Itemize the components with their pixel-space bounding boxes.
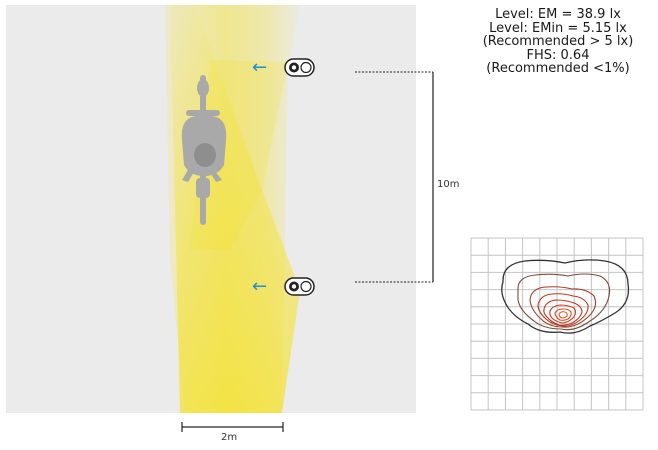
iso-contour-chart bbox=[470, 237, 644, 411]
fhs-value: FHS: 0.64 bbox=[526, 47, 590, 63]
contour-outer bbox=[501, 259, 630, 334]
fhs-recommendation: (Recommended <1%) bbox=[486, 61, 630, 76]
beam-overlap bbox=[190, 60, 288, 250]
distance-label: 10m bbox=[437, 179, 460, 190]
width-marker bbox=[181, 422, 284, 432]
light-beams bbox=[165, 5, 300, 413]
emin-level: Level: EMin = 5.15 lx bbox=[489, 20, 627, 36]
distance-marker bbox=[355, 71, 434, 283]
lighting-stats: Level: EM = 38.9 lx Level: EMin = 5.15 l… bbox=[468, 8, 648, 76]
emin-recommendation: (Recommended > 5 lx) bbox=[482, 34, 634, 49]
arrow-left-icon: ← bbox=[252, 276, 267, 297]
cyclist-icon bbox=[181, 75, 227, 225]
em-level: Level: EM = 38.9 lx bbox=[495, 7, 621, 22]
width-label: 2m bbox=[221, 432, 238, 443]
arrow-left-icon: ← bbox=[252, 57, 267, 78]
lamp-lower bbox=[284, 277, 315, 296]
lamp-upper bbox=[284, 58, 315, 77]
